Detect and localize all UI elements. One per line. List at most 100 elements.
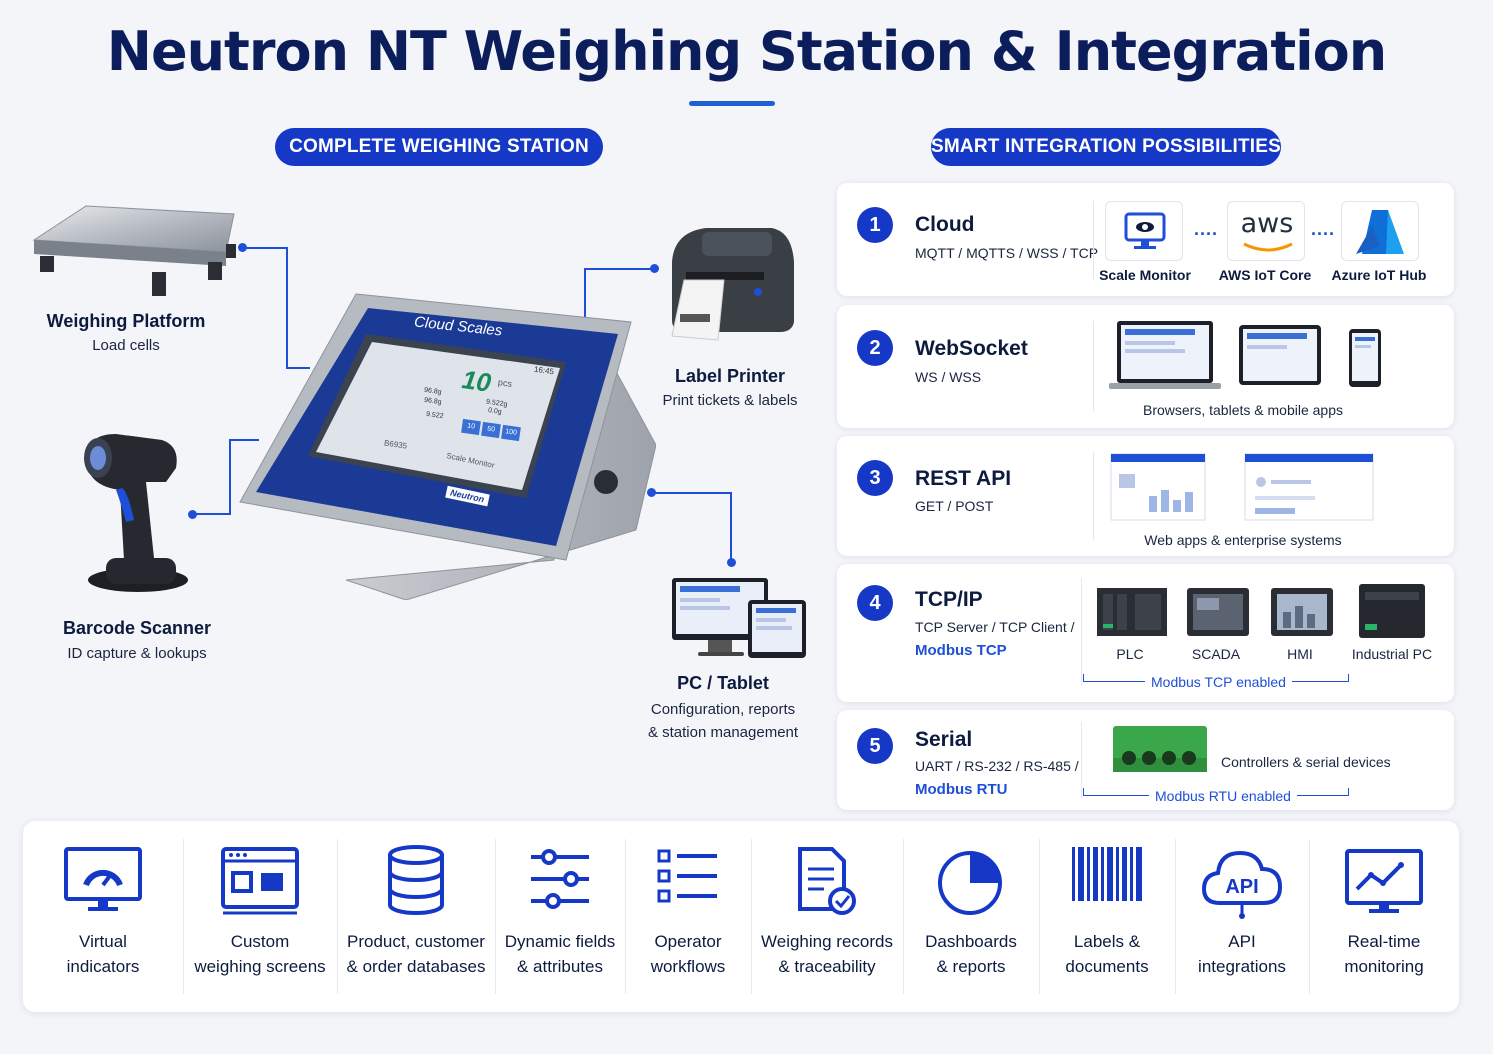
integration-card-serial: 5 Serial UART / RS-232 / RS-485 / Modbus… bbox=[837, 710, 1454, 810]
target-scada: SCADA bbox=[1191, 646, 1241, 662]
flow-dots-1: .... bbox=[1194, 219, 1219, 239]
target-hmi: HMI bbox=[1287, 646, 1313, 662]
integration-sub-rest-api: GET / POST bbox=[915, 498, 994, 514]
integration-sub2-modbus-tcp: Modbus TCP bbox=[915, 642, 1007, 659]
barcode-scanner-image bbox=[84, 434, 188, 592]
feature-label: Dashboards& reports bbox=[925, 932, 1017, 976]
scale-monitor-logo bbox=[1105, 201, 1183, 261]
pc-connector-dot-start bbox=[647, 488, 656, 497]
integration-sub-websocket: WS / WSS bbox=[915, 369, 982, 385]
side-port bbox=[594, 470, 618, 494]
scanner-connector-dot bbox=[188, 510, 197, 519]
pc-title: PC / Tablet bbox=[677, 673, 769, 693]
pc-tablet-image bbox=[672, 578, 806, 658]
card-divider bbox=[1081, 578, 1082, 686]
platform-title: Weighing Platform bbox=[46, 311, 206, 331]
feature-dashboards: Dashboards& reports bbox=[903, 821, 1039, 1012]
printer-subtitle: Print tickets & labels bbox=[662, 392, 798, 409]
terminal-block-image bbox=[1113, 726, 1207, 772]
right-section-header: SMART INTEGRATION POSSIBILITIES bbox=[931, 128, 1281, 166]
target-industrial-pc: Industrial PC bbox=[1351, 646, 1433, 662]
left-section-header: COMPLETE WEIGHING STATION bbox=[275, 128, 603, 166]
weighing-platform-image bbox=[32, 205, 236, 296]
integration-sub-cloud: MQTT / MQTTS / WSS / TCP bbox=[915, 245, 1099, 261]
modbus-tcp-label: Modbus TCP enabled bbox=[1145, 674, 1292, 690]
integration-card-rest-api: 3 REST API GET / POST Web apps & enterpr… bbox=[837, 436, 1454, 556]
feature-databases: Product, customer& order databases bbox=[337, 821, 495, 1012]
target-plc: PLC bbox=[1116, 646, 1144, 662]
platform-connector bbox=[242, 247, 288, 369]
integration-title-rest-api: REST API bbox=[915, 467, 1012, 490]
platform-subtitle: Load cells bbox=[92, 337, 160, 354]
card-divider bbox=[1081, 722, 1082, 798]
integration-number-2: 2 bbox=[857, 330, 893, 366]
api-cloud-icon: API bbox=[1201, 850, 1283, 919]
platform-connector-dot bbox=[238, 243, 247, 252]
label-printer-image bbox=[671, 228, 794, 341]
neutron-station bbox=[239, 293, 656, 600]
integration-sub-tcpip: TCP Server / TCP Client / bbox=[915, 619, 1075, 635]
aws-logo-text: aws bbox=[1240, 208, 1294, 239]
title-underline bbox=[689, 101, 775, 106]
database-icon bbox=[388, 845, 444, 915]
integration-number-1: 1 bbox=[857, 207, 893, 243]
screen-key-10: 10 bbox=[461, 418, 481, 436]
rest-api-caption: Web apps & enterprise systems bbox=[1144, 532, 1342, 548]
integration-number-3: 3 bbox=[857, 460, 893, 496]
integration-sub2-modbus-rtu: Modbus RTU bbox=[915, 781, 1008, 798]
pc-connector-dot-end bbox=[727, 558, 736, 567]
integration-number-4: 4 bbox=[857, 585, 893, 621]
document-check-icon bbox=[798, 847, 856, 915]
integration-title-serial: Serial bbox=[915, 728, 973, 751]
screen-key-50: 50 bbox=[481, 421, 501, 439]
serial-caption: Controllers & serial devices bbox=[1221, 754, 1391, 770]
pc-subtitle-1: Configuration, reports bbox=[650, 701, 796, 718]
integration-number-5: 5 bbox=[857, 728, 893, 764]
integration-title-tcpip: TCP/IP bbox=[915, 588, 983, 611]
svg-text:API: API bbox=[1225, 876, 1258, 898]
screen-unit: pcs bbox=[497, 377, 513, 389]
feature-label: Dynamic fields& attributes bbox=[504, 932, 616, 976]
screen-big-value: 10 bbox=[460, 364, 493, 398]
monitor-gauge-icon bbox=[64, 847, 142, 911]
feature-label: Labels &documents bbox=[1065, 932, 1149, 976]
page-title: Neutron NT Weighing Station & Integratio… bbox=[106, 20, 1387, 83]
pc-connector bbox=[652, 492, 732, 562]
integration-card-tcpip: 4 TCP/IP TCP Server / TCP Client / Modbu… bbox=[837, 564, 1454, 702]
browser-devices-image bbox=[1109, 321, 1381, 389]
scanner-subtitle: ID capture & lookups bbox=[67, 645, 207, 662]
printer-connector-dot bbox=[650, 264, 659, 273]
integration-title-cloud: Cloud bbox=[915, 213, 975, 236]
scanner-connector-h bbox=[195, 513, 231, 515]
industrial-devices-image bbox=[1097, 584, 1425, 638]
modbus-rtu-label: Modbus RTU enabled bbox=[1149, 788, 1297, 804]
card-divider bbox=[1093, 321, 1094, 411]
websocket-caption: Browsers, tablets & mobile apps bbox=[1143, 402, 1343, 418]
monitor-trend-icon bbox=[1345, 849, 1423, 913]
feature-labels: Labels &documents bbox=[1039, 821, 1175, 1012]
feature-weighing-records: Weighing records& traceability bbox=[751, 821, 903, 1012]
printer-title: Label Printer bbox=[674, 366, 786, 386]
integration-card-websocket: 2 WebSocket WS / WSS Browsers, tablets &… bbox=[837, 305, 1454, 428]
target-azure-iot-hub: Azure IoT Hub bbox=[1331, 267, 1427, 283]
target-scale-monitor: Scale Monitor bbox=[1099, 267, 1191, 283]
custom-screen-icon bbox=[221, 847, 299, 915]
screen-key-100: 100 bbox=[501, 424, 521, 442]
flow-dots-2: .... bbox=[1311, 219, 1336, 239]
pc-subtitle-2: & station management bbox=[647, 724, 799, 741]
checklist-icon bbox=[657, 849, 717, 903]
scanner-connector-v bbox=[229, 439, 259, 515]
barcode-icon bbox=[1072, 847, 1142, 901]
target-aws-iot-core: AWS IoT Core bbox=[1218, 267, 1312, 283]
pie-chart-icon bbox=[938, 851, 1002, 915]
